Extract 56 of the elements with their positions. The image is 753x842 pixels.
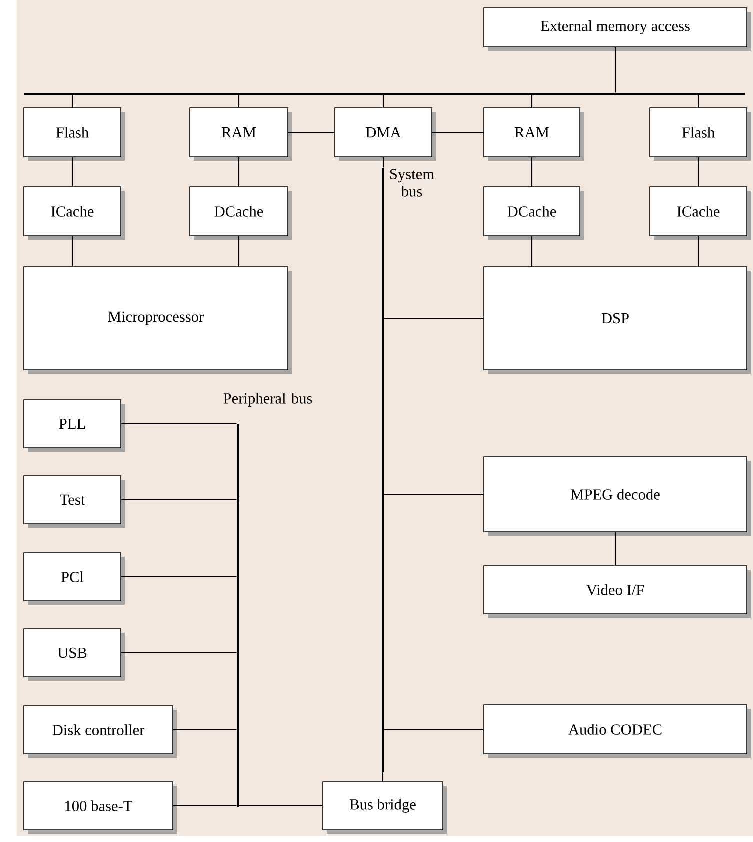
component-box: ICache [24, 186, 125, 240]
connector-line [72, 236, 74, 267]
component-box: MPEG decode [484, 456, 751, 536]
component-box: DCache [484, 186, 584, 240]
component-box: ICache [650, 186, 751, 240]
connector-line [698, 236, 700, 267]
connector-line [382, 157, 384, 168]
bus-label: Peripheral bus [224, 393, 312, 407]
connector-line [382, 95, 384, 108]
component-box: PCl [24, 552, 125, 605]
peripheral-bus-line [237, 424, 239, 807]
connector-line [173, 805, 237, 807]
connector-line [614, 532, 616, 566]
connector-line [288, 132, 335, 134]
connector-line [72, 95, 74, 108]
component-box: Microprocessor [24, 266, 292, 374]
component-box: Flash [24, 108, 125, 161]
connector-line [238, 157, 240, 187]
connector-line [121, 423, 237, 425]
component-box: RAM [484, 108, 584, 161]
bus-label: System bus [390, 169, 434, 197]
component-box: External memory access [484, 8, 751, 51]
connector-line [238, 95, 240, 108]
connector-line [531, 95, 533, 108]
component-box: Audio CODEC [484, 704, 751, 758]
connector-line [121, 652, 237, 654]
connector-line [72, 157, 74, 187]
connector-line [173, 729, 237, 731]
connector-line [239, 805, 323, 807]
connector-line [698, 95, 700, 108]
connector-line [531, 236, 533, 267]
connector-line [382, 772, 384, 782]
component-box: DCache [190, 186, 292, 240]
connector-line [384, 728, 484, 730]
component-box: Bus bridge [322, 782, 447, 834]
component-box: Test [24, 476, 125, 528]
memory-bus-line [24, 93, 745, 95]
component-box: PLL [24, 400, 125, 452]
component-box: DSP [484, 266, 751, 374]
connector-line [121, 576, 237, 578]
connector-line [121, 499, 237, 501]
component-box: Flash [650, 108, 751, 161]
connector-line [238, 236, 240, 267]
component-box: Video I/F [484, 566, 751, 618]
component-box: 100 base-T [24, 782, 177, 834]
component-box: RAM [190, 108, 292, 161]
connector-line [384, 494, 484, 496]
connector-line [432, 132, 484, 134]
connector-line [614, 47, 616, 93]
connector-line [384, 318, 484, 320]
component-box: DMA [334, 108, 436, 161]
connector-line [531, 157, 533, 187]
system-bus-line [382, 168, 384, 772]
connector-line [698, 157, 700, 187]
component-box: USB [24, 628, 125, 681]
component-box: Disk controller [24, 706, 177, 758]
